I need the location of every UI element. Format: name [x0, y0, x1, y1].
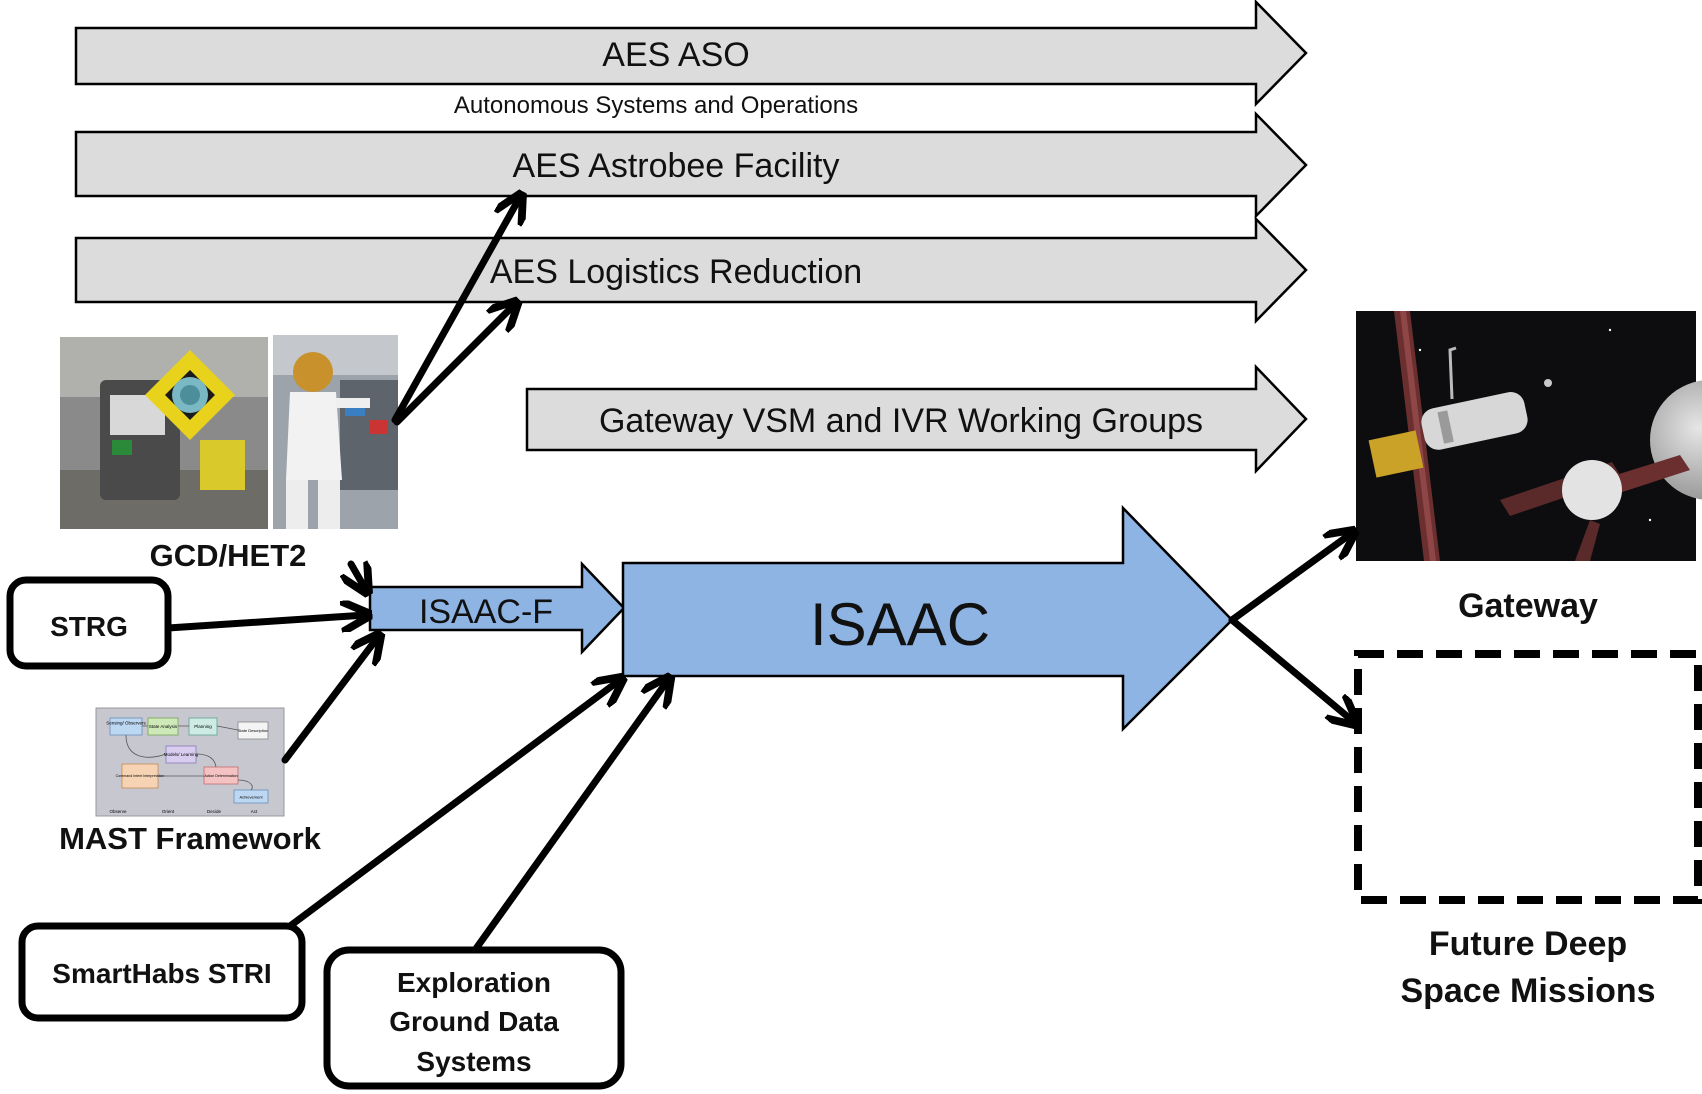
connector-to-logistics	[393, 304, 515, 426]
aes-aso-label: AES ASO	[602, 36, 749, 74]
smarthabs-label: SmartHabs STRI	[52, 958, 271, 989]
isaac-f-label: ISAAC-F	[419, 593, 553, 631]
mast-orient: Orient	[162, 809, 175, 814]
mast-command: Command Intent Interpretation	[116, 774, 165, 778]
exploration-ground-data-box: Exploration Ground Data Systems	[323, 946, 625, 1090]
astrobee-facility-label: AES Astrobee Facility	[513, 147, 840, 185]
logistics-reduction-label: AES Logistics Reduction	[490, 253, 862, 291]
isaac-arrow: ISAAC	[621, 504, 1234, 733]
mast-state-description: State Description	[238, 728, 268, 733]
gateway-working-groups-arrow: Gateway VSM and IVR Working Groups	[525, 363, 1308, 475]
mast-sensing: Sensing/ Observers	[106, 721, 146, 726]
gateway-label: Gateway	[1458, 587, 1598, 625]
aes-aso-arrow: AES ASO	[74, 0, 1308, 108]
connector-egds-to-isaac	[471, 680, 668, 954]
egds-line3: Systems	[416, 1046, 531, 1077]
smarthabs-box: SmartHabs STRI	[18, 922, 306, 1022]
isaac-label: ISAAC	[810, 591, 990, 658]
mast-framework-label: MAST Framework	[59, 821, 322, 856]
mast-decide: Decide	[207, 809, 222, 814]
future-missions-line1: Future Deep	[1429, 925, 1627, 963]
gcd-het2-label: GCD/HET2	[150, 538, 307, 573]
robonaut-photo	[273, 335, 398, 529]
gateway-working-groups-label: Gateway VSM and IVR Working Groups	[599, 402, 1203, 440]
egds-line1: Exploration	[397, 967, 551, 998]
mast-act: Act	[251, 809, 258, 814]
future-missions-line2: Space Missions	[1400, 972, 1655, 1010]
egds-line2: Ground Data	[389, 1006, 559, 1037]
strg-box: STRG	[6, 576, 172, 670]
strg-label: STRG	[50, 611, 128, 642]
logistics-reduction-arrow: AES Logistics Reduction	[74, 215, 1308, 325]
mast-models: Models/ Learning	[164, 752, 199, 757]
mast-achievement: Achievement	[239, 795, 263, 800]
astrobee-facility-arrow: AES Astrobee Facility	[74, 110, 1308, 220]
connector-to-astrobee	[391, 197, 520, 424]
mast-framework-thumbnail: Sensing/ Observers State Analysis Planni…	[95, 707, 285, 817]
mast-state-analysis: State Analysis	[149, 724, 178, 729]
connector-strg-to-isaac-f	[164, 615, 366, 628]
mast-action: Action Determination	[204, 774, 237, 778]
connector-isaac-to-future	[1228, 616, 1354, 722]
aes-aso-subtitle: Autonomous Systems and Operations	[454, 92, 858, 119]
connectors	[164, 197, 1354, 954]
mast-observe: Observe	[109, 809, 127, 814]
gateway-image	[1356, 311, 1702, 561]
future-missions-placeholder	[1354, 650, 1702, 904]
connector-smarthabs-to-isaac	[286, 680, 620, 930]
mast-planning: Planning	[194, 724, 212, 729]
connector-mast-to-isaac-f	[281, 637, 378, 764]
astrobee-photo	[60, 337, 268, 529]
connector-isaac-to-gateway	[1228, 533, 1352, 624]
isaac-f-arrow: ISAAC-F	[368, 560, 626, 656]
connector-gcd-to-isaac-f	[351, 564, 366, 590]
